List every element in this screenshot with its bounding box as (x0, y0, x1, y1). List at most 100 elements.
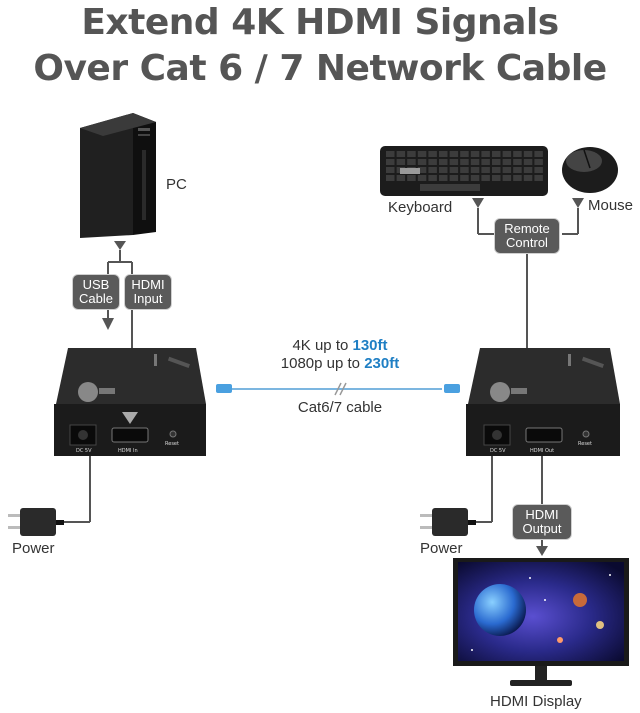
remote-tag-line-1: Remote (504, 221, 550, 236)
left-power-label: Power (12, 540, 55, 557)
keyboard-key (513, 159, 522, 165)
right-top-wires (477, 208, 579, 350)
distance-1080p: 1080p up to 230ft (240, 355, 440, 372)
keyboard-key (502, 159, 512, 165)
distance-4k-value: 130ft (352, 337, 388, 354)
keyboard-key (470, 175, 480, 181)
keyboard-key (449, 159, 459, 165)
right-port-reset: Reset (578, 441, 592, 447)
display-label: HDMI Display (490, 693, 582, 710)
remote-control-tag: Remote Control (494, 218, 560, 254)
keyboard-key (428, 175, 437, 181)
hdmi-out-arrow-icon (536, 546, 548, 556)
keyboard-key (460, 167, 469, 173)
keyboard-key (481, 159, 490, 165)
keyboard-key (481, 151, 490, 157)
hdmi-input-tag: HDMI Input (124, 274, 172, 310)
keyboard-key (460, 175, 469, 181)
keyboard-key (439, 151, 448, 157)
usb-tag-line-2: Cable (79, 291, 113, 306)
left-power-wire (52, 456, 91, 523)
hdmi-input-tag-line-2: Input (133, 291, 163, 306)
pc-arrow-icon (114, 241, 126, 250)
keyboard-key (502, 151, 512, 157)
keyboard-key (407, 151, 416, 157)
keyboard-key (534, 159, 543, 165)
keyboard-arrow-icon (472, 198, 484, 208)
keyboard-key (492, 151, 501, 157)
keyboard-key (513, 151, 522, 157)
keyboard-key (470, 151, 480, 157)
keyboard-key (449, 151, 459, 157)
left-port-dc: DC 5V (76, 448, 92, 454)
title-line-2: Over Cat 6 / 7 Network Cable (33, 48, 607, 89)
pc-tower-icon (80, 113, 156, 238)
mouse-label: Mouse (588, 197, 634, 214)
usb-cable-tag: USB Cable (72, 274, 120, 310)
keyboard-key (386, 167, 395, 173)
remote-tag-line-2: Control (506, 235, 548, 250)
keyboard-key (396, 151, 406, 157)
keyboard-key (523, 167, 533, 173)
keyboard-key (417, 159, 427, 165)
hdmi-output-tag: HDMI Output (512, 504, 572, 540)
keyboard-label: Keyboard (388, 199, 453, 216)
keyboard-key (386, 159, 395, 165)
keyboard-key (481, 175, 490, 181)
keyboard-key (417, 151, 427, 157)
keyboard-key (439, 175, 448, 181)
distance-4k-prefix: 4K up to (292, 337, 353, 354)
keyboard-key (439, 159, 448, 165)
keyboard-key (417, 167, 427, 173)
hdmi-output-tag-line-2: Output (522, 521, 562, 536)
keyboard-key (386, 151, 395, 157)
keyboard-key (502, 175, 512, 181)
right-power-label: Power (420, 540, 463, 557)
keyboard-key (386, 175, 395, 181)
keyboard-key (523, 159, 533, 165)
keyboard-key (417, 175, 427, 181)
pc-label: PC (166, 176, 187, 193)
receiver-box (466, 348, 620, 456)
usb-tag-line-1: USB (82, 277, 110, 292)
keyboard-key (460, 151, 469, 157)
left-power-adapter-icon (8, 508, 64, 536)
keyboard-key (428, 167, 437, 173)
keyboard-icon (380, 146, 548, 196)
keyboard-key (513, 167, 522, 173)
keyboard-key (449, 175, 459, 181)
keyboard-key (534, 167, 543, 173)
right-power-wire (468, 456, 493, 523)
distance-1080p-prefix: 1080p up to (280, 355, 365, 372)
keyboard-key (523, 151, 533, 157)
network-cable (216, 382, 460, 396)
keyboard-key (470, 167, 480, 173)
keyboard-key (449, 167, 459, 173)
keyboard-key (439, 167, 448, 173)
keyboard-key (481, 167, 490, 173)
right-power-adapter-icon (420, 508, 476, 536)
keyboard-key (523, 175, 533, 181)
usb-down-arrow-icon (102, 318, 114, 330)
keyboard-key (396, 175, 406, 181)
distance-4k: 4K up to 130ft (240, 337, 440, 354)
hdmi-in-arrow-icon (122, 412, 138, 424)
title-line-1: Extend 4K HDMI Signals (81, 2, 559, 43)
monitor-icon (453, 558, 629, 686)
keyboard-key (492, 159, 501, 165)
right-port-hdmi: HDMI Out (530, 448, 554, 454)
keyboard-key (407, 159, 416, 165)
keyboard-key (396, 159, 406, 165)
transmitter-box (54, 348, 206, 456)
keyboard-key (407, 175, 416, 181)
keyboard-key (492, 175, 501, 181)
keyboard-key (428, 151, 437, 157)
keyboard-key (460, 159, 469, 165)
mouse-arrow-icon (572, 198, 584, 208)
cable-label: Cat6/7 cable (297, 399, 383, 416)
keyboard-key (428, 159, 437, 165)
left-port-hdmi: HDMI In (118, 448, 138, 454)
right-port-dc: DC 5V (490, 448, 506, 454)
distance-1080p-value: 230ft (364, 355, 400, 372)
